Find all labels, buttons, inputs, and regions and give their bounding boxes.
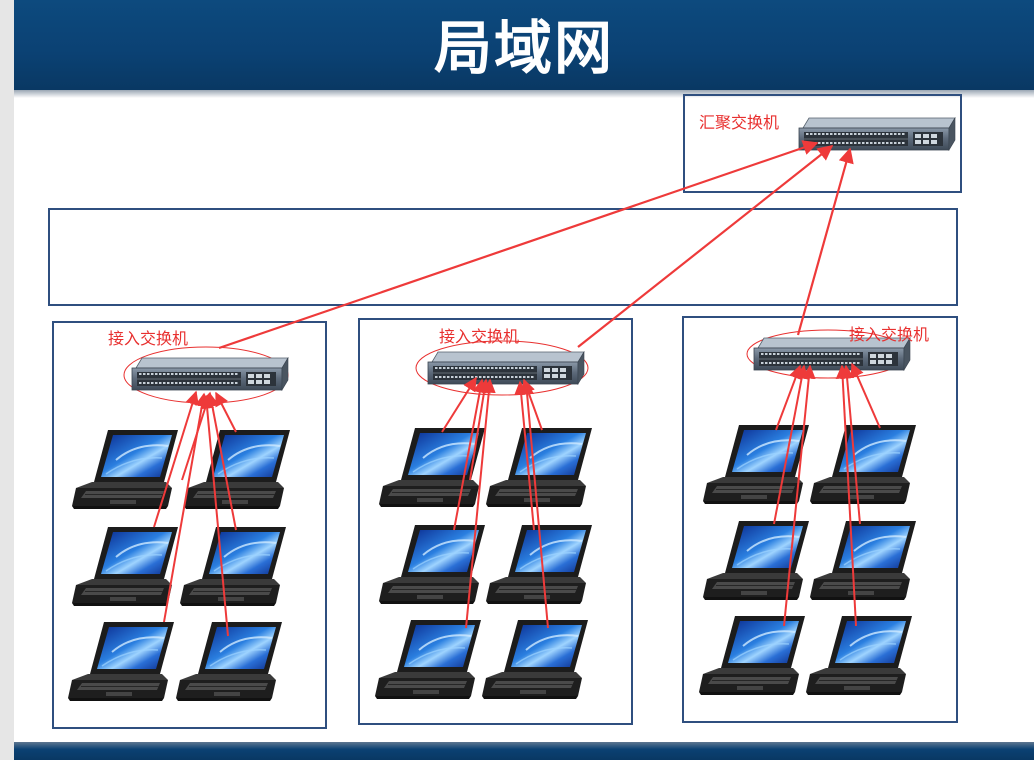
network-diagram: 汇聚交换机 接入交换机 接入交换机 — [48, 94, 962, 729]
link-arrow — [514, 380, 535, 531]
laptop-icon — [702, 424, 810, 505]
link-arrow — [840, 364, 861, 525]
uplink-arrow — [218, 140, 819, 350]
link-arrow — [783, 364, 816, 627]
laptop-icon — [71, 429, 179, 510]
laptop-icon — [809, 424, 917, 505]
laptop-icon — [698, 615, 806, 696]
link-arrow — [850, 362, 881, 429]
access-group-3: 接入交换机 — [698, 325, 929, 696]
network-switch-icon — [798, 117, 956, 151]
access-group-frame-1 — [52, 321, 327, 729]
group-1-laptop-links — [153, 390, 237, 637]
access-switch-label: 接入交换机 — [108, 329, 188, 348]
access-group-frame-2 — [358, 318, 633, 725]
access-switch-label: 接入交换机 — [849, 325, 929, 344]
title-bar — [14, 0, 1034, 90]
link-arrow — [200, 394, 229, 637]
aggregation-frame — [683, 94, 962, 193]
uplink-arrow — [796, 147, 854, 336]
slide: 局域网 — [14, 0, 1034, 760]
laptop-icon — [175, 621, 283, 702]
network-switch-icon — [131, 357, 289, 391]
laptop-icon — [805, 615, 913, 696]
laptop-icon — [485, 427, 593, 508]
link-arrow — [205, 392, 237, 531]
link-arrow — [153, 390, 199, 528]
group-2-laptop-links — [441, 376, 549, 629]
link-arrow — [520, 380, 549, 629]
aggregation-switch: 汇聚交换机 — [699, 113, 956, 151]
empty-frame — [48, 208, 958, 306]
title-bar-shadow — [14, 90, 1034, 98]
laptop-icon — [183, 429, 291, 510]
network-switch-icon — [427, 351, 585, 385]
laptop-icon — [481, 619, 589, 700]
link-arrow — [465, 378, 496, 629]
access-group-frame-3 — [682, 316, 958, 723]
aggregation-switch-label: 汇聚交换机 — [699, 113, 779, 132]
link-arrow — [469, 378, 491, 481]
access-switch-highlight — [415, 340, 589, 396]
access-switch-label: 接入交换机 — [439, 327, 519, 346]
link-arrow — [773, 364, 809, 525]
laptop-icon — [179, 526, 287, 607]
laptop-icon — [378, 427, 486, 508]
uplink-connections — [218, 140, 854, 350]
laptop-icon — [67, 621, 175, 702]
laptop-icon — [374, 619, 482, 700]
laptop-icon — [71, 526, 179, 607]
link-arrow — [775, 364, 803, 431]
bottom-bar — [14, 742, 1034, 760]
link-arrow — [453, 378, 487, 531]
uplink-arrow — [577, 145, 834, 348]
link-arrow — [835, 364, 857, 627]
access-group-1: 接入交换机 — [67, 329, 291, 702]
link-arrow — [215, 391, 237, 433]
link-arrow — [441, 376, 477, 433]
access-group-2: 接入交换机 — [374, 327, 593, 700]
laptop-icon — [809, 520, 917, 601]
slide-title: 局域网 — [433, 14, 614, 82]
link-arrow — [181, 391, 213, 481]
group-3-laptop-links — [773, 362, 881, 627]
